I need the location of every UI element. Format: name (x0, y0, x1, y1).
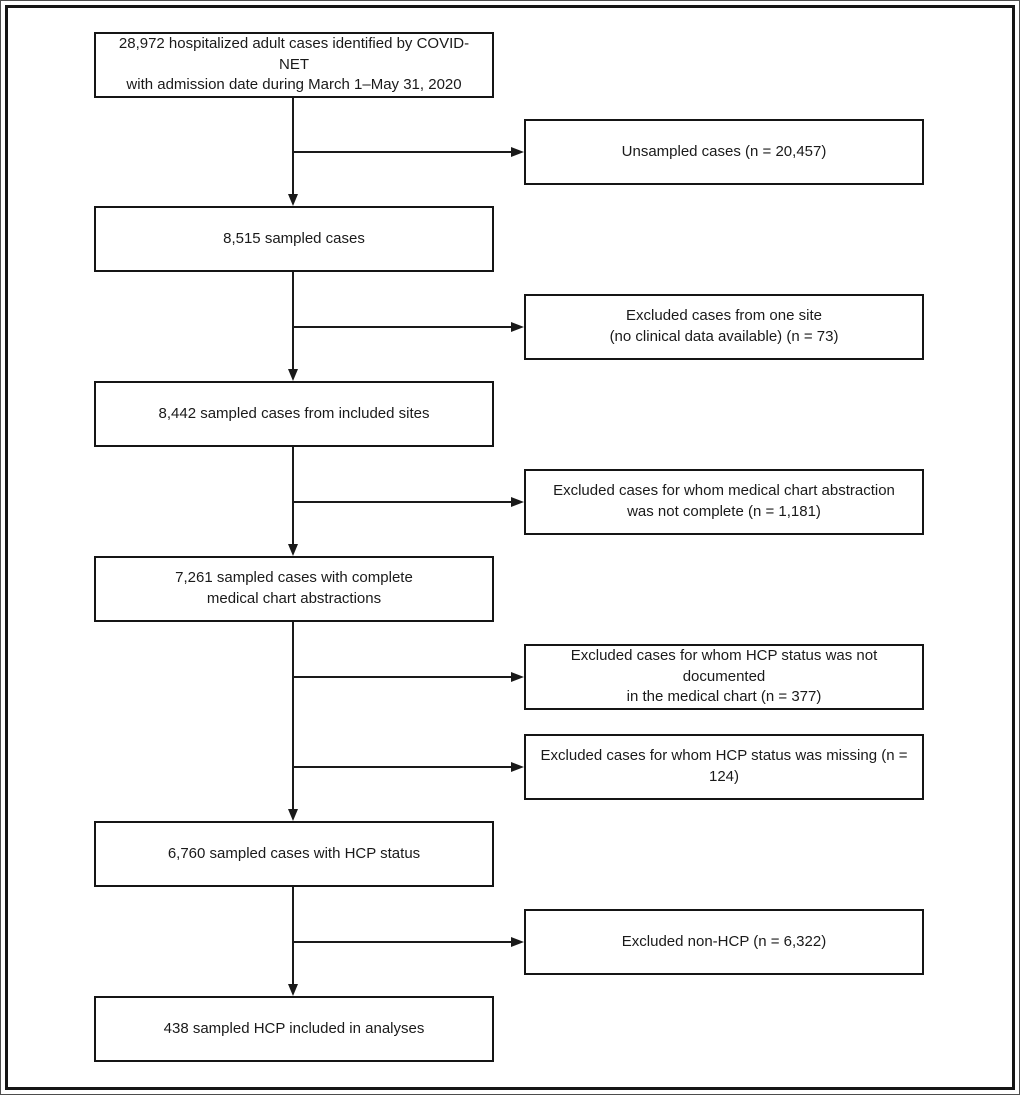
connector-line-down-2 (292, 272, 294, 369)
arrow-right-icon (511, 322, 524, 332)
arrow-down-icon (288, 809, 298, 821)
connector-line-down-5 (292, 887, 294, 984)
arrow-right-icon (511, 762, 524, 772)
arrow-right-icon (511, 147, 524, 157)
arrow-down-icon (288, 194, 298, 206)
exclusion-box-non-hcp: Excluded non-HCP (n = 6,322) (524, 909, 924, 975)
flow-box-hcp-status: 6,760 sampled cases with HCP status (94, 821, 494, 887)
connector-line-down-4 (292, 622, 294, 809)
exclusion-box-unsampled: Unsampled cases (n = 20,457) (524, 119, 924, 185)
exclusion-box-status-not-documented: Excluded cases for whom HCP status was n… (524, 644, 924, 710)
arrow-down-icon (288, 369, 298, 381)
connector-line-right-5 (293, 766, 512, 768)
arrow-down-icon (288, 544, 298, 556)
flow-box-complete-abstractions: 7,261 sampled cases with complete medica… (94, 556, 494, 622)
connector-line-down-3 (292, 447, 294, 544)
connector-line-right-1 (293, 151, 512, 153)
flow-box-sampled-cases: 8,515 sampled cases (94, 206, 494, 272)
arrow-down-icon (288, 984, 298, 996)
exclusion-box-one-site: Excluded cases from one site (no clinica… (524, 294, 924, 360)
arrow-right-icon (511, 497, 524, 507)
arrow-right-icon (511, 937, 524, 947)
connector-line-right-3 (293, 501, 512, 503)
connector-line-right-2 (293, 326, 512, 328)
connector-line-down-1 (292, 98, 294, 194)
exclusion-box-status-missing: Excluded cases for whom HCP status was m… (524, 734, 924, 800)
arrow-right-icon (511, 672, 524, 682)
flow-box-included-sites: 8,442 sampled cases from included sites (94, 381, 494, 447)
flow-box-final-analyses: 438 sampled HCP included in analyses (94, 996, 494, 1062)
flow-box-identified-cases: 28,972 hospitalized adult cases identifi… (94, 32, 494, 98)
exclusion-box-incomplete-abstraction: Excluded cases for whom medical chart ab… (524, 469, 924, 535)
connector-line-right-4 (293, 676, 512, 678)
connector-line-right-6 (293, 941, 512, 943)
